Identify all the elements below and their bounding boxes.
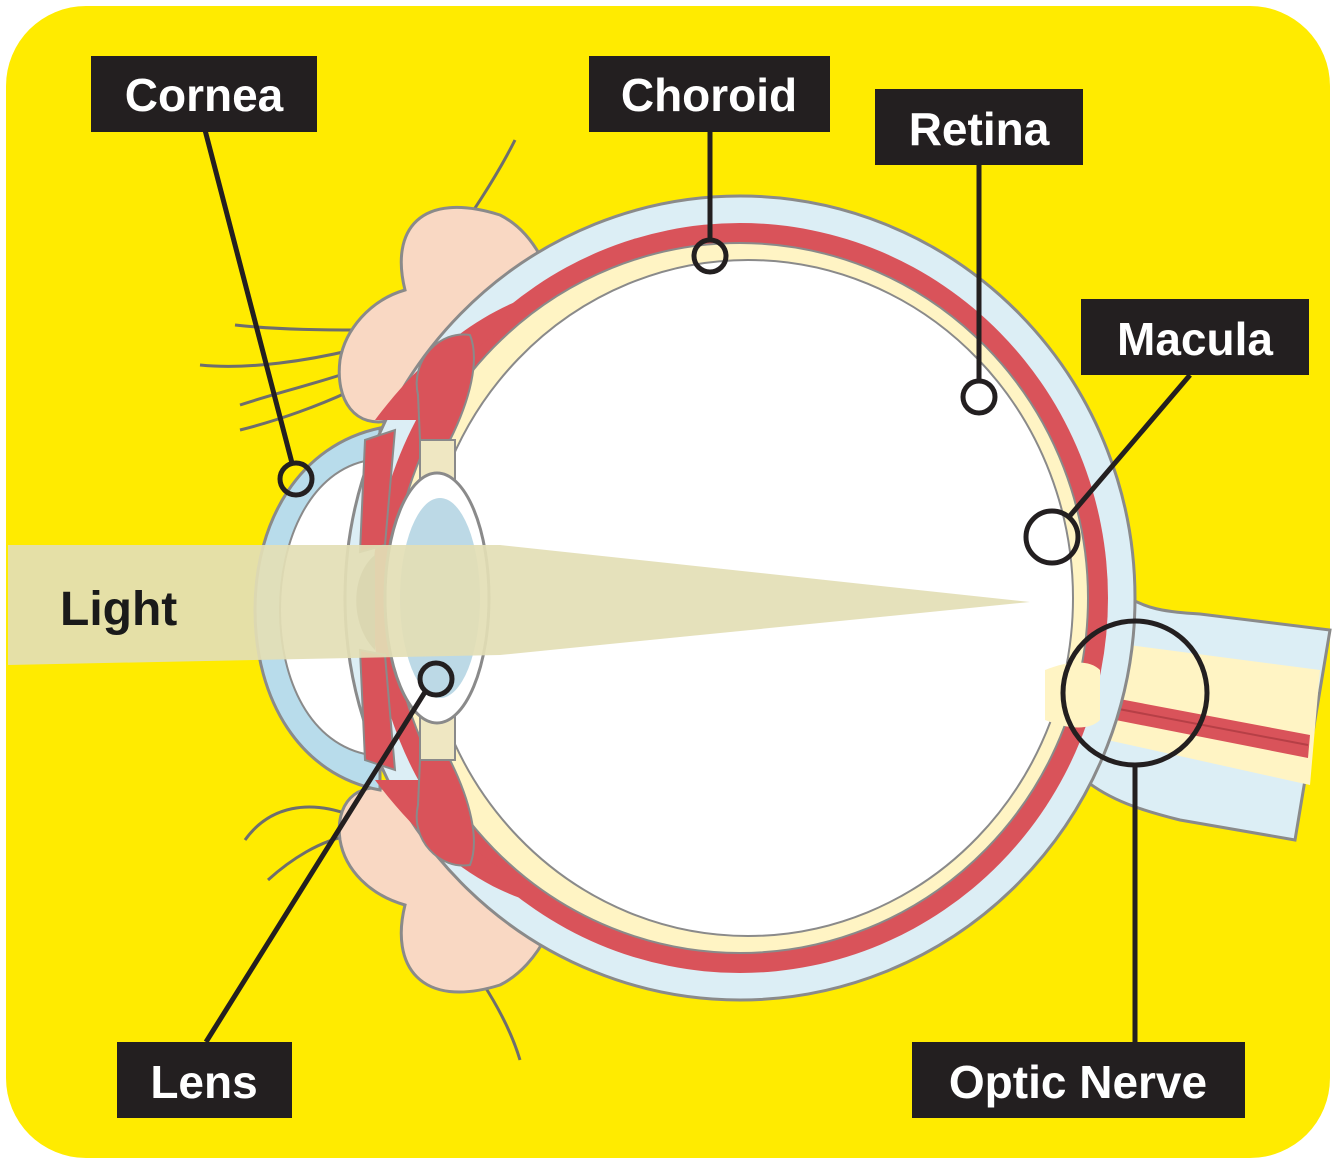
label-optic-nerve-text: Optic Nerve [949, 1056, 1207, 1108]
label-retina: Retina [875, 89, 1083, 165]
label-cornea-text: Cornea [125, 69, 284, 121]
label-lens-text: Lens [150, 1056, 257, 1108]
label-optic-nerve: Optic Nerve [912, 1042, 1245, 1118]
label-choroid: Choroid [589, 56, 830, 132]
optic-disc [1045, 663, 1100, 728]
label-macula: Macula [1081, 299, 1309, 375]
label-cornea: Cornea [91, 56, 317, 132]
label-choroid-text: Choroid [621, 69, 797, 121]
label-retina-text: Retina [909, 103, 1050, 155]
light-label: Light [60, 583, 177, 636]
label-macula-text: Macula [1117, 313, 1273, 365]
label-lens: Lens [117, 1042, 292, 1118]
